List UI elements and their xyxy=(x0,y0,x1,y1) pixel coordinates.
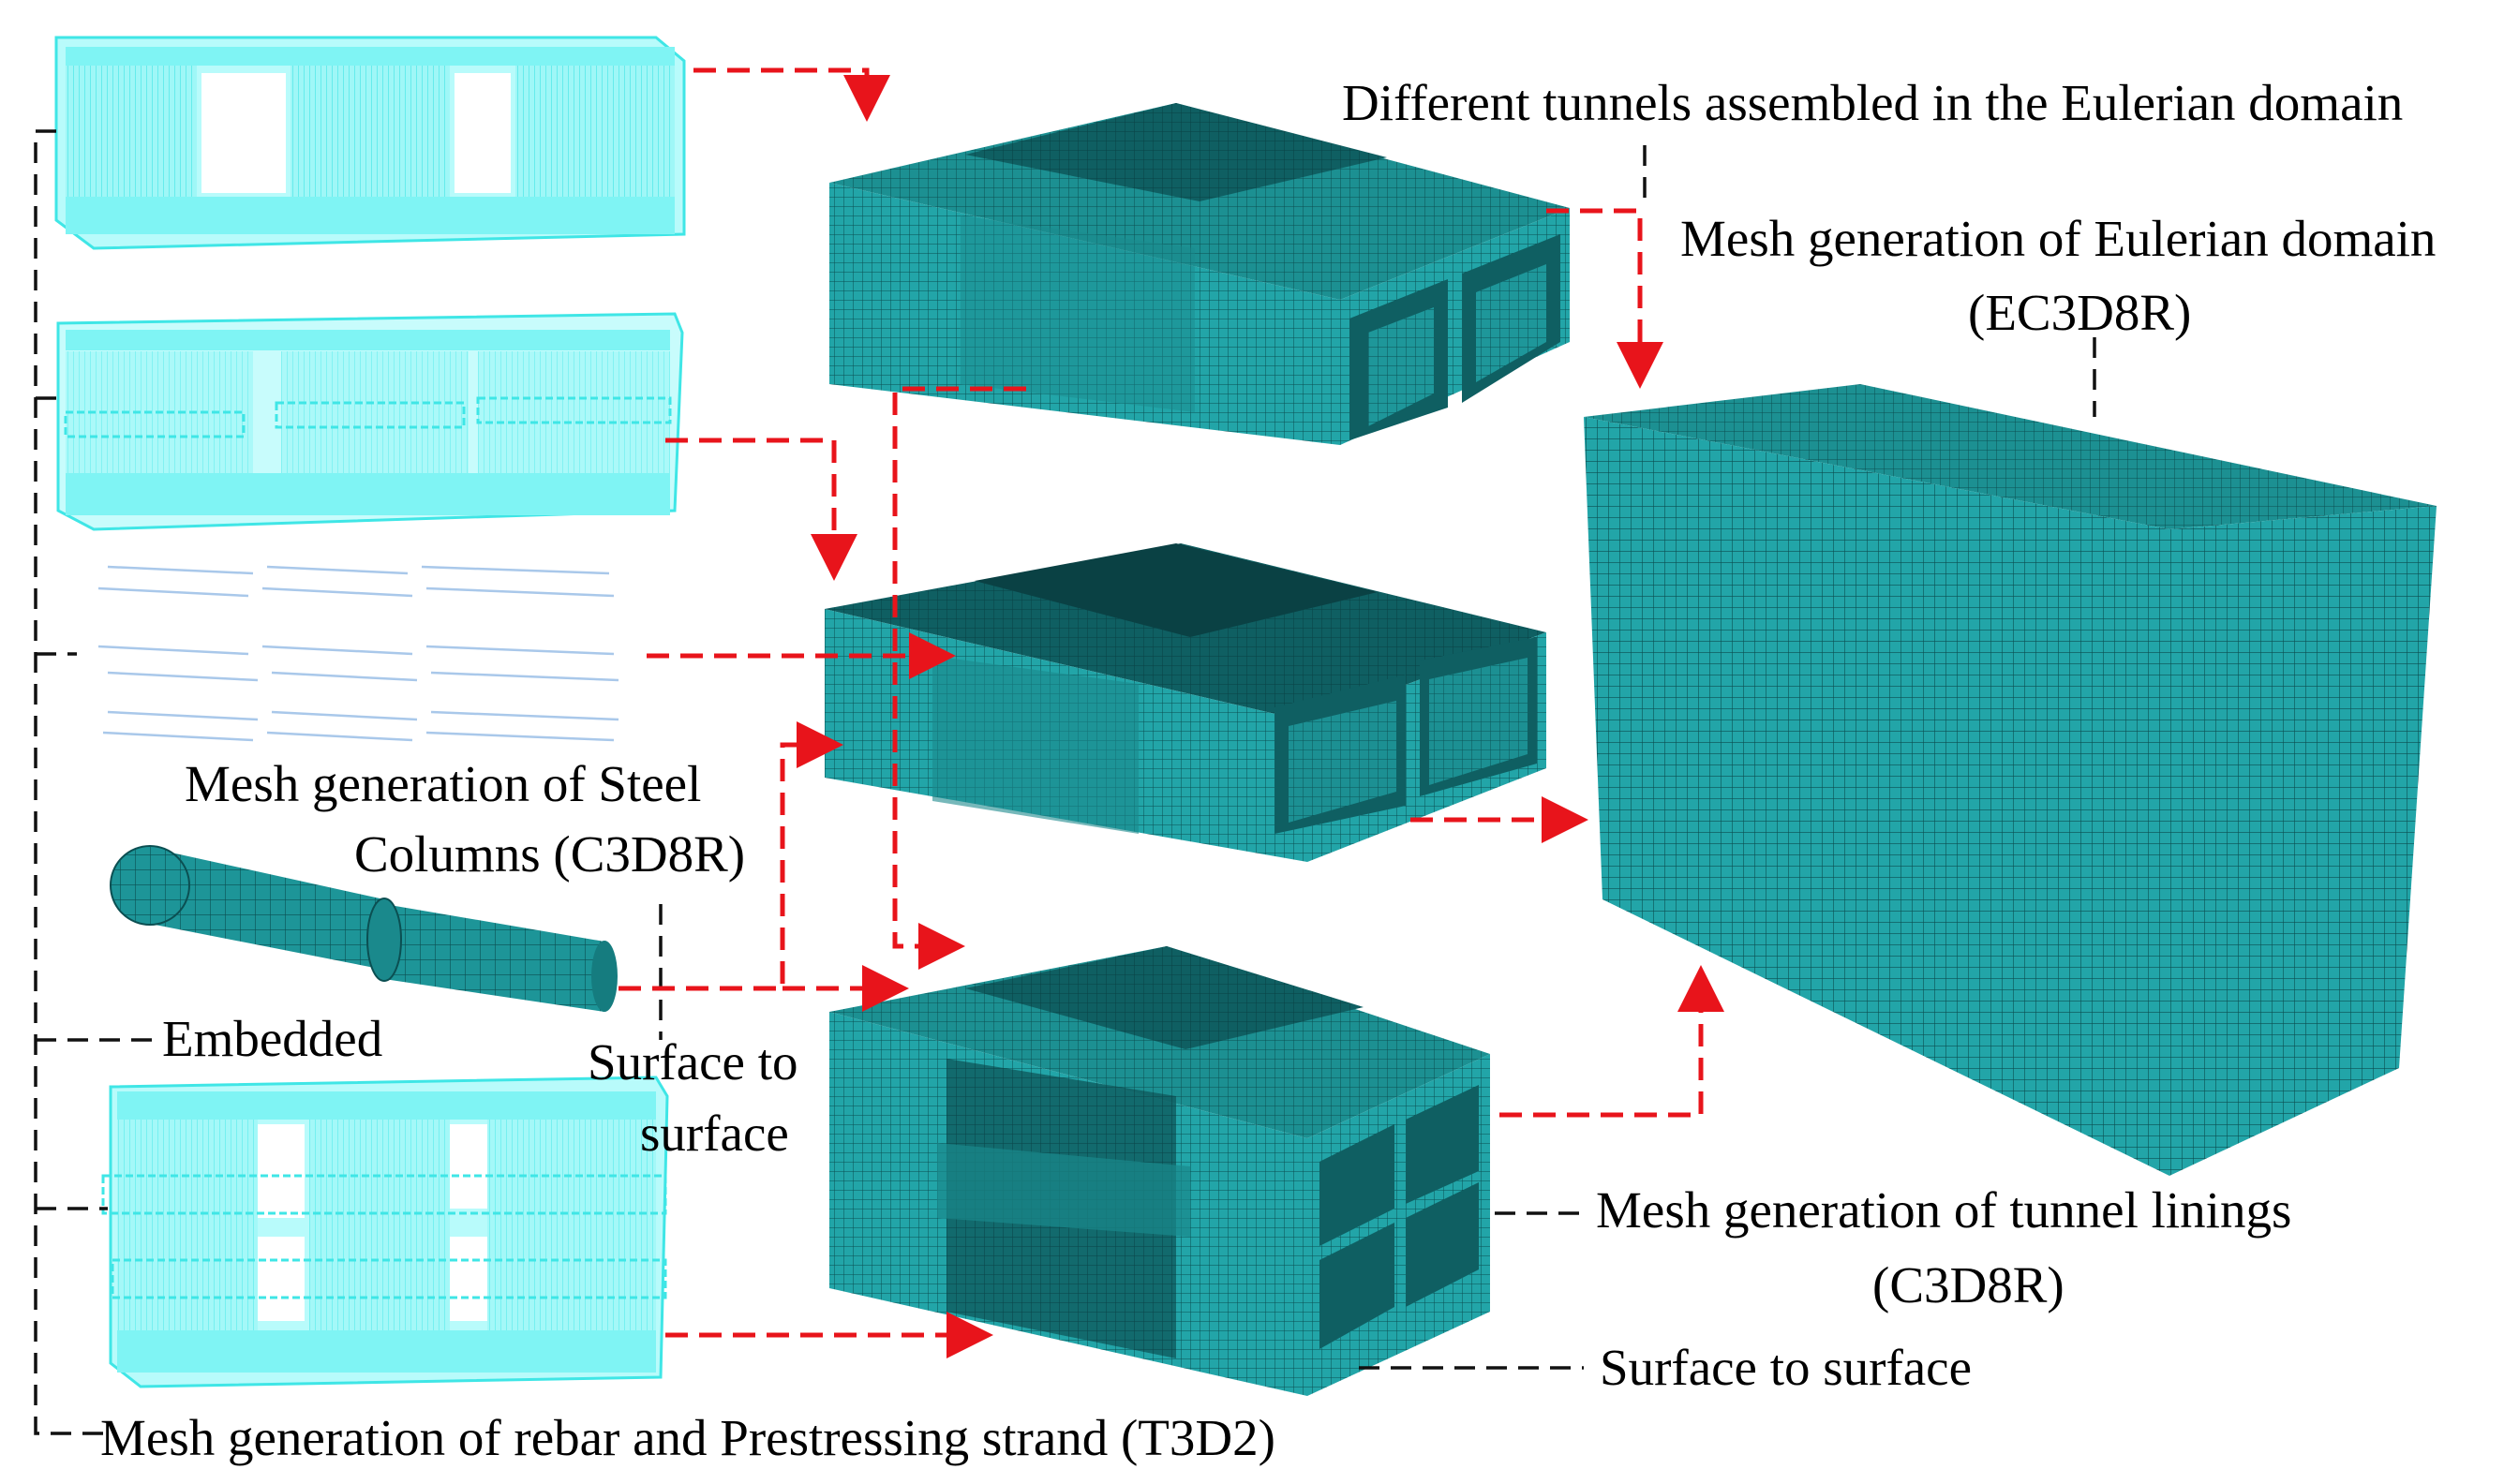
surface-to-surface-label-line2: surface xyxy=(640,1105,789,1162)
tunnel-wireframe-icon xyxy=(54,36,686,250)
strand-lines-icon xyxy=(97,565,619,742)
surface-to-surface-label-line1: Surface to xyxy=(588,1033,798,1091)
steel-columns-label-line1: Mesh generation of Steel xyxy=(185,755,701,812)
tunnel-mesh-top-icon xyxy=(829,103,1570,445)
steel-column-icon xyxy=(110,845,618,1012)
eulerian-assembled-label: Different tunnels assembled in the Euler… xyxy=(1342,74,2403,131)
embedded-label: Embedded xyxy=(162,1010,382,1067)
tunnel-linings-label-line2: (C3D8R) xyxy=(1872,1256,2064,1313)
red-dashed-arrows xyxy=(619,67,1724,1358)
tunnel-wireframe-4cell-icon xyxy=(101,1076,669,1388)
surface-to-surface-label: Surface to surface xyxy=(1600,1339,1972,1396)
tunnel-mesh-bottom-icon xyxy=(829,946,1490,1396)
eulerian-mesh-label-line2: (EC3D8R) xyxy=(1968,284,2191,341)
steel-columns-label-line2: Columns (C3D8R) xyxy=(354,825,745,883)
eulerian-mesh-label-line1: Mesh generation of Eulerian domain xyxy=(1680,210,2436,267)
black-dashed-connectors xyxy=(34,129,2096,1435)
tunnel-mesh-middle-icon xyxy=(825,543,1546,862)
rebar-cage-icon xyxy=(56,312,684,531)
eulerian-block-icon xyxy=(1584,384,2437,1176)
tunnel-linings-label-line1: Mesh generation of tunnel linings xyxy=(1596,1181,2291,1239)
rebar-strand-label: Mesh generation of rebar and Prestressin… xyxy=(100,1409,1275,1466)
